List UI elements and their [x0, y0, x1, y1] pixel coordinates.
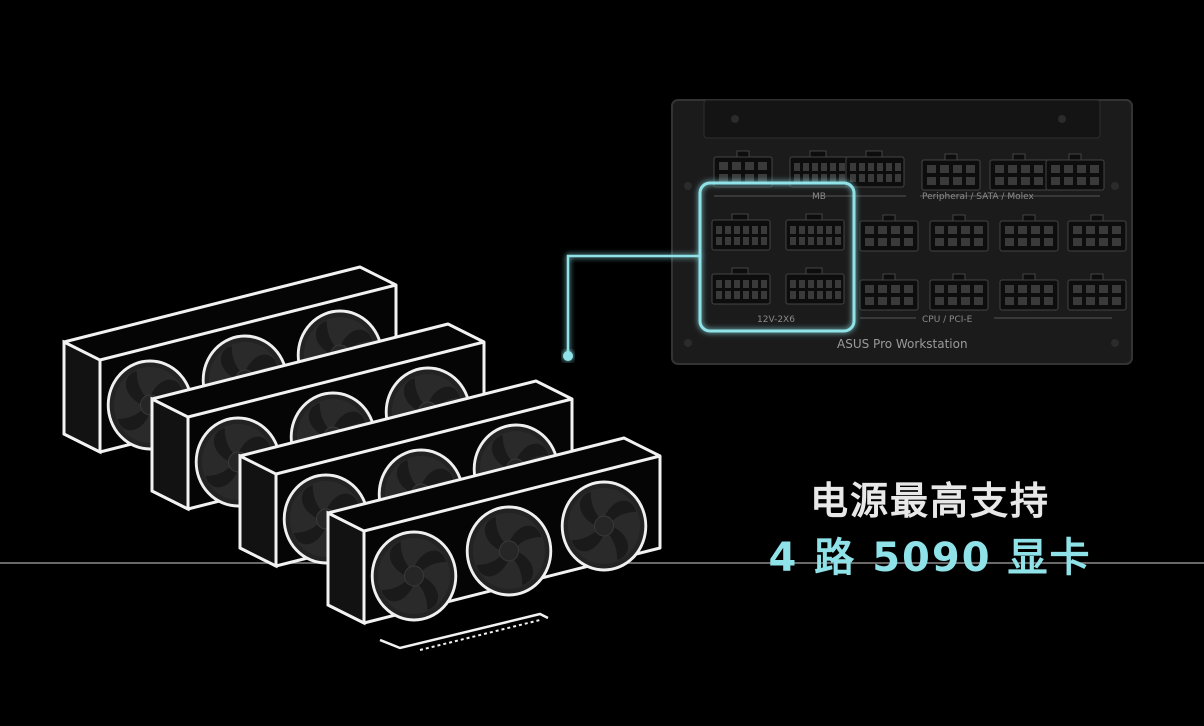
callout-dot	[563, 351, 573, 361]
psu-label-mb: MB	[812, 192, 826, 202]
gpu-card-2	[150, 322, 486, 512]
psu-label-12v: 12V-2X6	[757, 315, 795, 325]
psu-label-cpu-pcie: CPU / PCI-E	[922, 315, 973, 325]
caption-line-1: 电源最高支持	[809, 479, 1050, 523]
psu-module-panel: MB Peripheral / SATA / Molex 12V-2X6 CPU…	[671, 99, 1133, 365]
highlight-callout	[563, 181, 856, 361]
gpu-card-4	[326, 436, 662, 651]
psu-brand-text: ASUS Pro Workstation	[837, 337, 968, 351]
caption-line-2: 4 路 5090 显卡	[768, 535, 1092, 581]
psu-label-peripheral: Peripheral / SATA / Molex	[922, 192, 1034, 202]
callout-line	[566, 254, 700, 355]
